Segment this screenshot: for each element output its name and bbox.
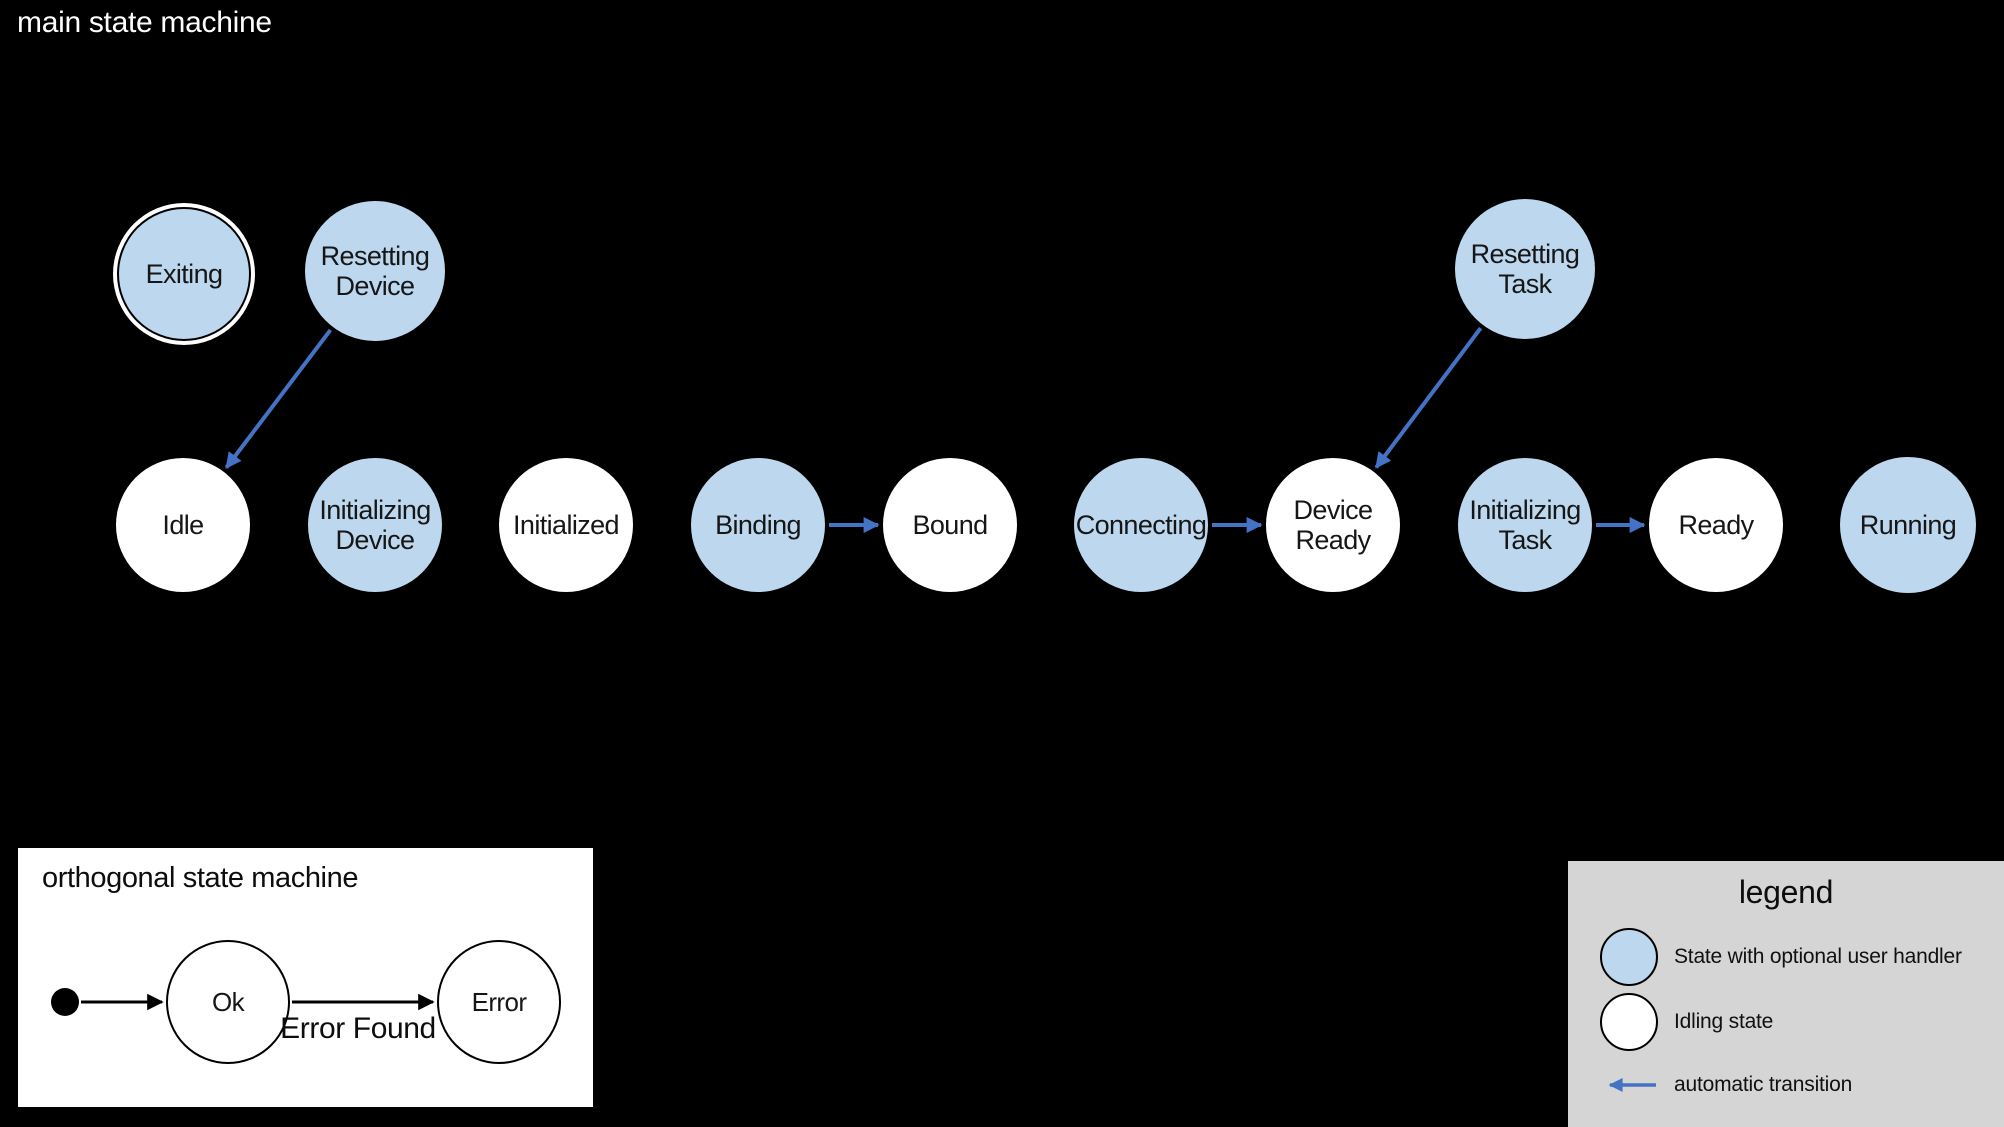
state-idle: Idle	[116, 458, 250, 592]
state-resetting-device: Resetting Device	[305, 201, 445, 341]
main-diagram-title: main state machine	[17, 6, 272, 39]
handler-state-swatch-icon	[1600, 928, 1658, 986]
transition-label-error-found: Error Found	[280, 1012, 436, 1045]
state-label: Ready	[1678, 510, 1754, 540]
legend-item-handler-state: State with optional user handler	[1600, 928, 1962, 986]
state-running: Running	[1840, 457, 1976, 593]
state-label: Resetting Device	[320, 241, 430, 301]
legend-item-label: Idling state	[1674, 1010, 1774, 1033]
legend-title: legend	[1738, 874, 1834, 910]
automatic-transition-arrow-icon	[1608, 1078, 1656, 1092]
state-error: Error	[437, 940, 561, 1064]
orthogonal-state-machine-panel: orthogonal state machine Ok Error Error F…	[18, 848, 593, 1107]
initial-state-dot	[51, 988, 79, 1016]
state-initializing-task: Initializing Task	[1458, 458, 1592, 592]
state-exiting: Exiting	[117, 207, 251, 341]
legend-panel: legend State with optional user handler …	[1568, 861, 2004, 1127]
state-label: Resetting Task	[1470, 239, 1580, 299]
legend-item-idling-state: Idling state	[1600, 993, 1773, 1051]
state-label: Initialized	[513, 510, 620, 540]
state-label: Connecting	[1075, 510, 1207, 540]
legend-item-label: State with optional user handler	[1674, 945, 1962, 968]
orthogonal-panel-title: orthogonal state machine	[42, 862, 359, 894]
state-device-ready: Device Ready	[1266, 458, 1400, 592]
state-label: Initializing Device	[319, 495, 431, 555]
state-label: Bound	[912, 510, 988, 540]
idling-state-swatch-icon	[1600, 993, 1658, 1051]
state-label: Binding	[715, 510, 801, 540]
legend-item-label: automatic transition	[1674, 1073, 1853, 1096]
state-initialized: Initialized	[499, 458, 633, 592]
state-resetting-task: Resetting Task	[1455, 199, 1595, 339]
legend-item-automatic-transition: automatic transition	[1600, 1067, 1852, 1103]
state-label: Idle	[162, 510, 204, 540]
state-connecting: Connecting	[1074, 458, 1208, 592]
state-binding: Binding	[691, 458, 825, 592]
state-label: Error	[471, 987, 527, 1017]
state-label: Running	[1859, 510, 1957, 540]
state-bound: Bound	[883, 458, 1017, 592]
state-label: Exiting	[145, 259, 223, 289]
state-ok: Ok	[166, 940, 290, 1064]
state-label: Device Ready	[1293, 495, 1374, 555]
state-ready: Ready	[1649, 458, 1783, 592]
state-label: Initializing Task	[1469, 495, 1581, 555]
state-initializing-device: Initializing Device	[308, 458, 442, 592]
state-label: Ok	[211, 987, 245, 1017]
